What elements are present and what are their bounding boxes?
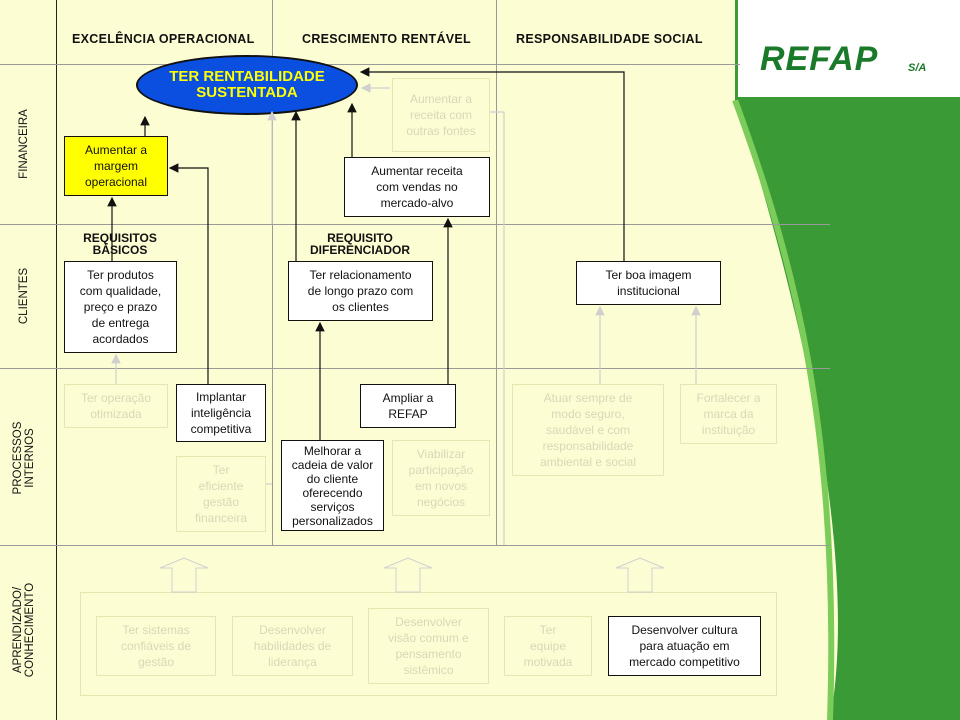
box-aumentar-receita-vendas: Aumentar receita com vendas no mercado-a… bbox=[344, 157, 490, 217]
arrow-imagem-to-goal bbox=[359, 67, 625, 261]
row-label-divider bbox=[56, 0, 57, 720]
box-viabilizar-participacao: Viabilizar participação em novos negócio… bbox=[392, 440, 490, 516]
box-aumentar-margem: Aumentar a margem operacional bbox=[64, 136, 168, 196]
arrow-inteligencia-to-margem bbox=[168, 163, 209, 384]
box-melhorar-cadeia: Melhorar a cadeia de valor do cliente of… bbox=[281, 440, 384, 531]
block-arrow-center bbox=[383, 557, 433, 593]
aprendizado-frame bbox=[80, 592, 777, 696]
row-divider-financeira bbox=[0, 224, 830, 225]
box-visao-comum: Desenvolver visão comum e pensamento sis… bbox=[368, 608, 489, 684]
goal-ellipse: TER RENTABILIDADE SUSTENTADA bbox=[136, 55, 358, 115]
box-atuar-seguro: Atuar sempre de modo seguro, saudável e … bbox=[512, 384, 664, 476]
label-requisito-diferenciador: REQUISITO DIFERENCIADOR bbox=[309, 231, 410, 257]
swoosh-highlight bbox=[732, 98, 835, 720]
row-divider-header bbox=[0, 64, 740, 65]
column-header-crescimento: CRESCIMENTO RENTÁVEL bbox=[302, 32, 471, 46]
logo-panel: REFAP S/A bbox=[735, 0, 960, 100]
box-equipe-motivada: Ter equipe motivada bbox=[504, 616, 592, 676]
box-habilidades-lideranca: Desenvolver habilidades de liderança bbox=[232, 616, 353, 676]
row-divider-processos bbox=[0, 545, 830, 546]
box-ampliar-refap: Ampliar a REFAP bbox=[360, 384, 456, 428]
line-faded-right-col bbox=[490, 111, 505, 545]
swoosh-shape bbox=[735, 100, 960, 720]
column-header-excelencia: EXCELÊNCIA OPERACIONAL bbox=[72, 32, 255, 46]
box-operacao-otimizada: Ter operação otimizada bbox=[64, 384, 168, 428]
box-ter-boa-imagem: Ter boa imagem institucional bbox=[576, 261, 721, 305]
block-arrow-left bbox=[159, 557, 209, 593]
box-gestao-financeira: Ter eficiente gestão financeira bbox=[176, 456, 266, 532]
box-desenvolver-cultura: Desenvolver cultura para atuação em merc… bbox=[608, 616, 761, 676]
column-divider-1 bbox=[272, 0, 273, 545]
company-logo-suffix: S/A bbox=[908, 62, 927, 74]
box-ter-produtos: Ter produtos com qualidade, preço e praz… bbox=[64, 261, 177, 353]
row-divider-clientes bbox=[0, 368, 830, 369]
box-implantar-inteligencia: Implantar inteligência competitiva bbox=[176, 384, 266, 442]
company-logo: REFAP bbox=[760, 40, 879, 78]
box-ter-relacionamento: Ter relacionamento de longo prazo com os… bbox=[288, 261, 433, 321]
box-outras-fontes: Aumentar a receita com outras fontes bbox=[392, 78, 490, 152]
box-fortalecer-marca: Fortalecer a marca da instituição bbox=[680, 384, 777, 444]
column-divider-2 bbox=[496, 0, 497, 545]
box-sistemas-confiaveis: Ter sistemas confiáveis de gestão bbox=[96, 616, 216, 676]
block-arrow-right bbox=[615, 557, 665, 593]
column-header-responsabilidade: RESPONSABILIDADE SOCIAL bbox=[516, 32, 703, 46]
label-requisitos-basicos: REQUISITOS BÁSICOS bbox=[83, 231, 157, 257]
